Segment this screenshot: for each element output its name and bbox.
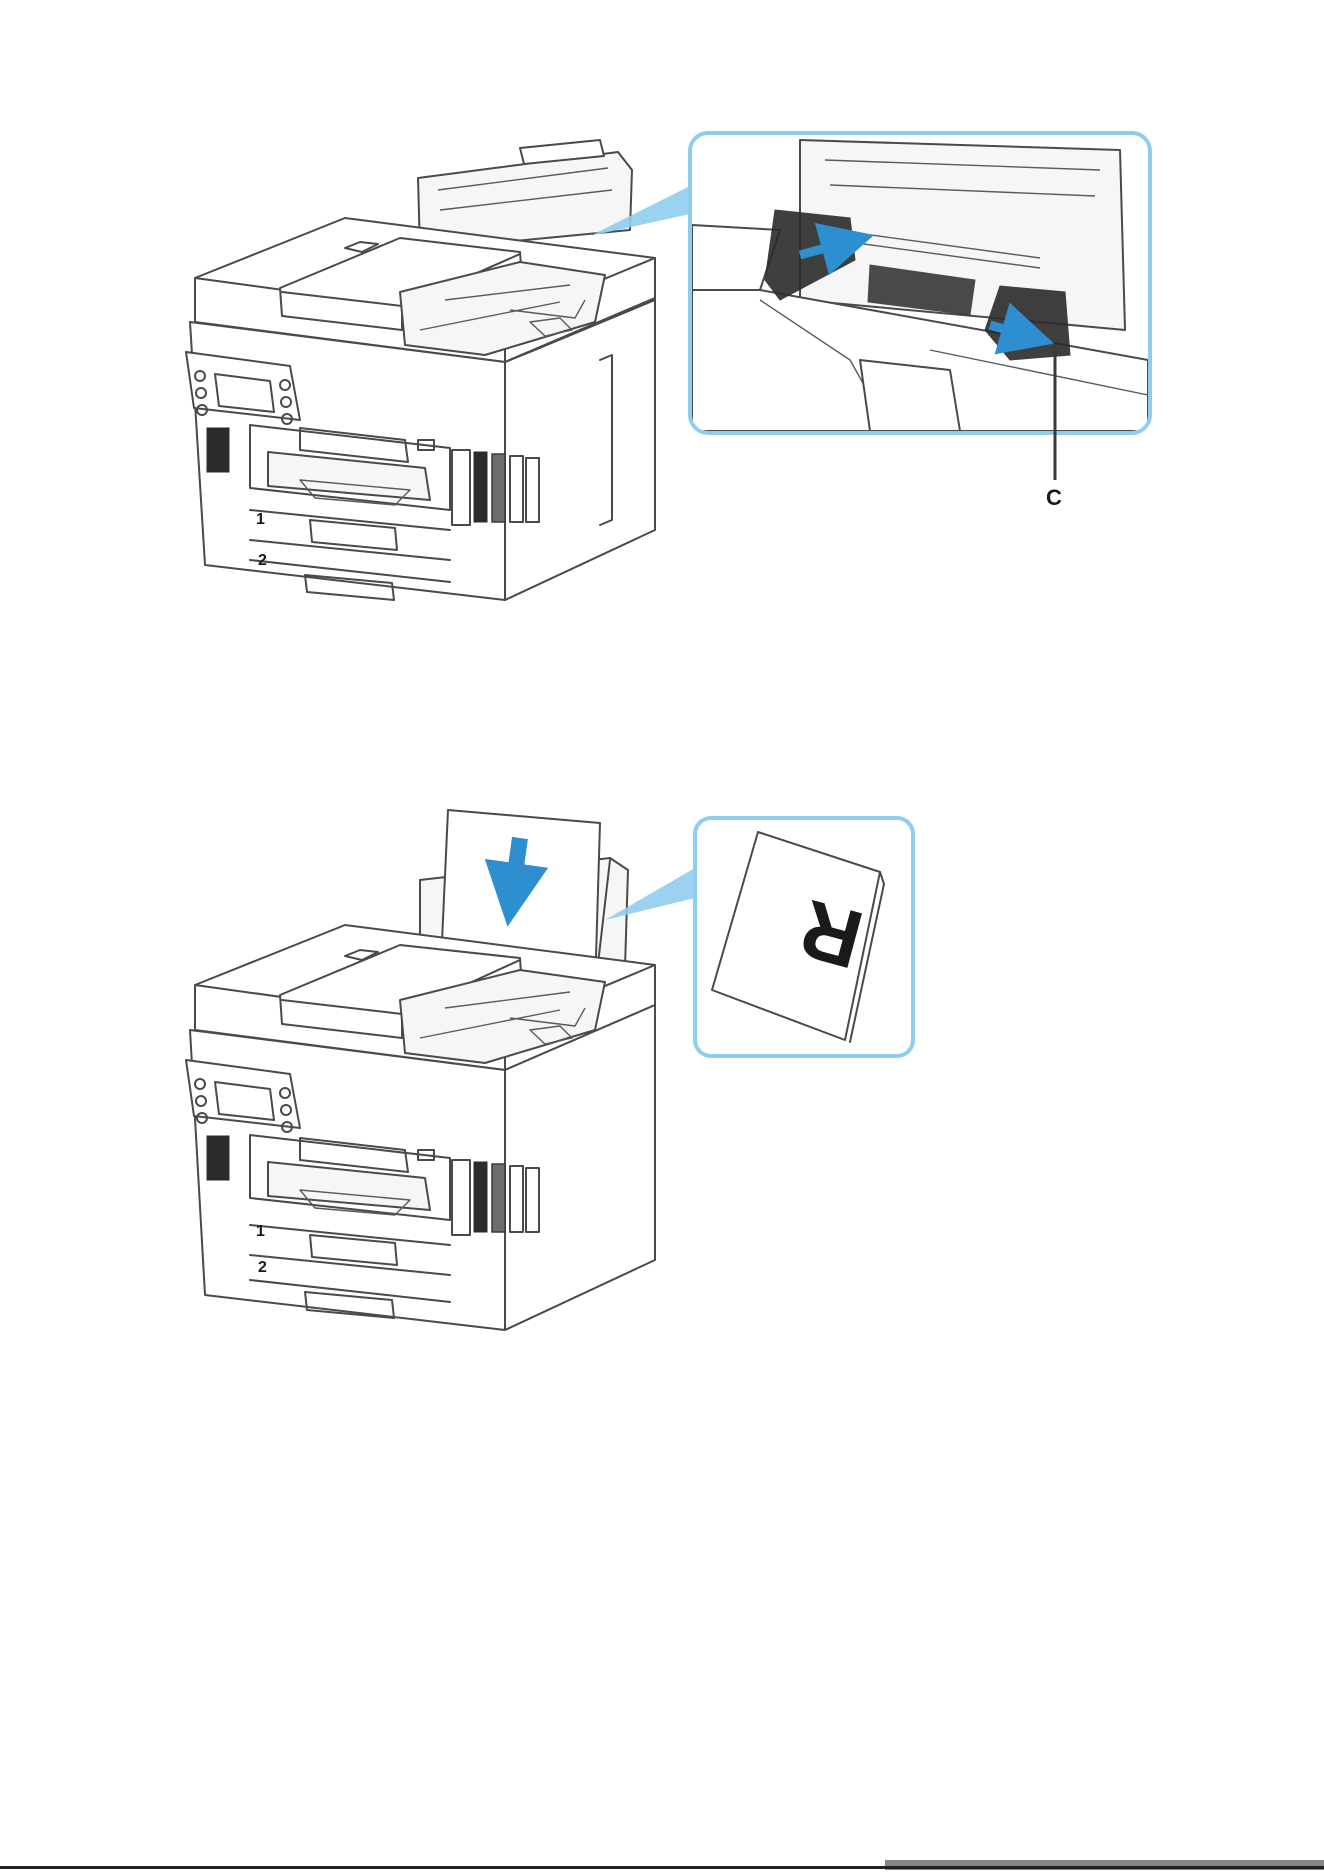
printer-illustration [186,810,655,1330]
figure-2-load-paper: 1 2 R [0,795,1324,1340]
printer-illustration [186,140,655,600]
blue-down-arrow-icon [512,838,520,895]
tray-number-2: 2 [258,552,267,569]
figure-2-svg: 1 2 R [0,795,1324,1340]
figure-1-svg: 1 2 C [0,120,1324,640]
figure-1-paper-guide: 1 2 C [0,120,1324,640]
bottom-edge-strip [0,1858,1324,1872]
paper-guide-callout [690,133,1150,433]
tray-number-1: 1 [256,1223,265,1240]
tray-number-1: 1 [256,511,265,528]
tray-number-2: 2 [258,1259,267,1276]
paper-guide-label: C [1046,485,1062,510]
left-ink-window [207,428,229,472]
paper-orientation-callout: R [695,818,913,1056]
